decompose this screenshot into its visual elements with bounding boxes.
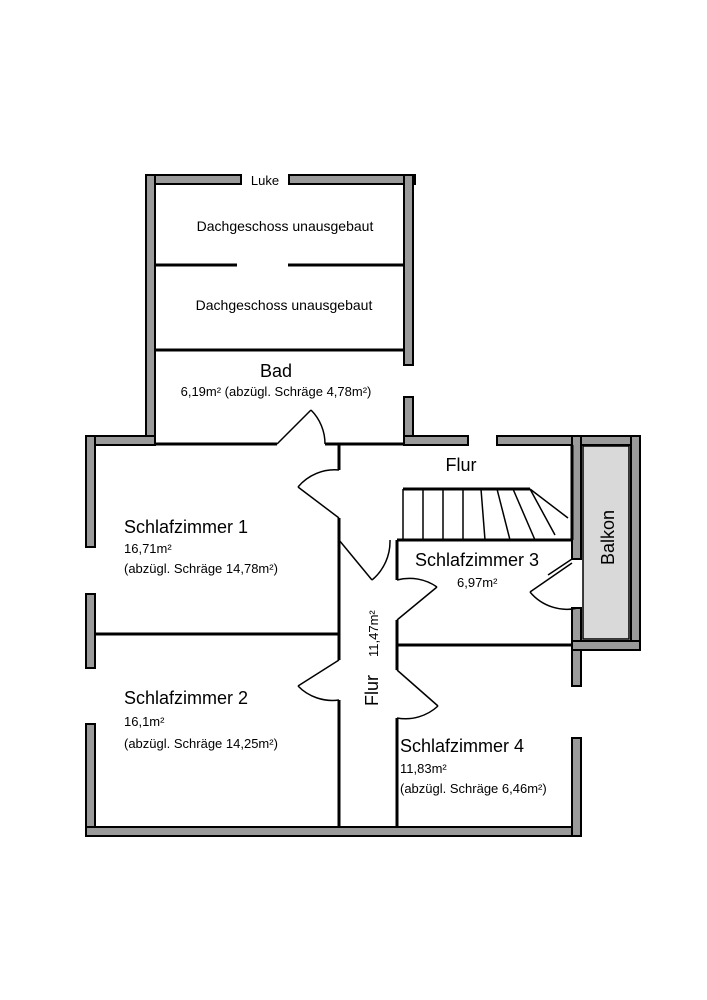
stair-step	[512, 488, 536, 541]
wall-right-lower	[571, 737, 582, 837]
stair-step	[529, 488, 556, 536]
wall-left-lower	[85, 723, 96, 837]
label-schlafzimmer-3: Schlafzimmer 3	[415, 550, 539, 570]
door-sz3-flur-leaf	[396, 586, 438, 621]
stair-step	[480, 488, 486, 541]
wall-top-right-part	[496, 435, 641, 446]
door-sz2-arc	[297, 685, 340, 702]
stair-step	[529, 488, 569, 519]
wall-top-left	[145, 174, 242, 185]
note-schlafzimmer-1: (abzügl. Schräge 14,78m²)	[124, 561, 278, 576]
wall-attic-left	[145, 174, 156, 446]
door-bad-leaf	[276, 409, 312, 445]
wall-attic-right	[403, 174, 414, 366]
wall-bottom	[85, 826, 582, 837]
stair-step	[496, 488, 511, 541]
label-attic-2: Dachgeschoss unausgebaut	[196, 297, 373, 313]
label-luke: Luke	[251, 173, 279, 188]
area-bad: 6,19m² (abzügl. Schräge 4,78m²)	[181, 384, 372, 399]
wall-left-middle	[85, 593, 96, 669]
door-sz1-leaf	[297, 486, 340, 519]
area-flur-vertical: 11,47m²	[366, 610, 381, 657]
label-schlafzimmer-1: Schlafzimmer 1	[124, 517, 248, 537]
door-flur-leaf	[338, 539, 373, 581]
door-balkon-leaf-2	[529, 562, 573, 593]
label-attic-1: Dachgeschoss unausgebaut	[197, 218, 374, 234]
door-sz2-leaf	[297, 659, 340, 687]
wall-top-flur	[403, 435, 469, 446]
wall-left-upper	[85, 435, 96, 548]
note-schlafzimmer-2: (abzügl. Schräge 14,25m²)	[124, 736, 278, 751]
label-flur-top: Flur	[446, 455, 477, 475]
label-schlafzimmer-4: Schlafzimmer 4	[400, 736, 524, 756]
wall-top-right	[288, 174, 416, 185]
note-schlafzimmer-4: (abzügl. Schräge 6,46m²)	[400, 781, 547, 796]
door-flur-arc	[371, 539, 391, 581]
wall-balcony-right	[630, 435, 641, 651]
label-balkon: Balkon	[598, 510, 618, 565]
area-schlafzimmer-2: 16,1m²	[124, 714, 165, 729]
balcony-area	[582, 445, 630, 640]
door-balkon-leaf	[547, 558, 573, 576]
wall-balcony-bottom	[571, 640, 641, 651]
doors	[276, 409, 579, 720]
wall-top-sz1	[85, 435, 156, 446]
door-sz4-leaf	[396, 669, 439, 707]
area-schlafzimmer-4: 11,83m²	[400, 761, 447, 776]
label-schlafzimmer-2: Schlafzimmer 2	[124, 688, 248, 708]
door-sz1-arc	[297, 469, 340, 488]
door-balkon-arc	[529, 591, 579, 611]
staircase	[402, 487, 569, 541]
door-sz3-flur-arc	[396, 577, 438, 588]
label-flur-vertical: Flur	[362, 675, 382, 706]
area-schlafzimmer-1: 16,71m²	[124, 541, 172, 556]
outer-walls	[85, 174, 641, 837]
door-sz4-arc	[396, 705, 439, 720]
label-bad: Bad	[260, 361, 292, 381]
door-bad-arc	[310, 409, 326, 445]
area-schlafzimmer-3: 6,97m²	[457, 575, 498, 590]
